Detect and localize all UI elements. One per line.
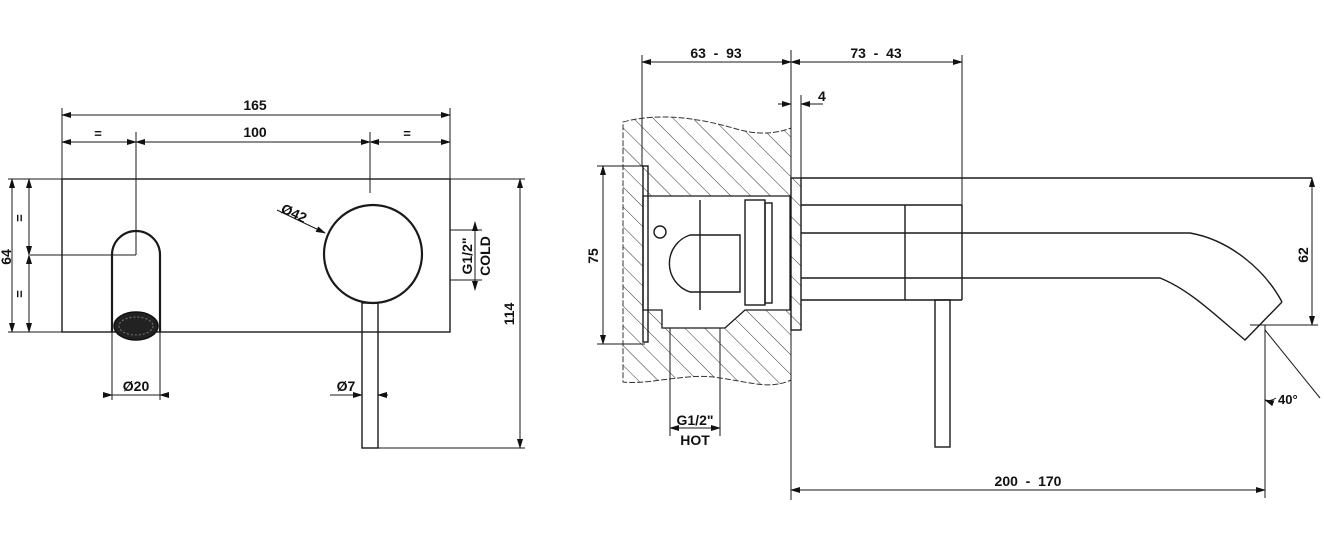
mounting-plate bbox=[642, 165, 649, 343]
spout-top bbox=[801, 232, 1283, 303]
aerator bbox=[113, 311, 159, 341]
spout-diameter-label: Ø20 bbox=[123, 378, 150, 394]
spout-height-label: 62 bbox=[1295, 247, 1311, 263]
equal-mark: = bbox=[12, 214, 27, 222]
hot-connection-label: G1/2" bbox=[677, 412, 714, 428]
cold-label: COLD bbox=[477, 236, 493, 276]
front-view: 165 100 = = Ø42 G1/2" COLD bbox=[0, 97, 525, 449]
plate-thickness-label: 4 bbox=[818, 88, 826, 104]
side-lever bbox=[934, 299, 951, 448]
dim-overall-width: 165 bbox=[61, 97, 451, 179]
handle-diameter-label: Ø42 bbox=[279, 200, 310, 226]
valve-cartridge bbox=[668, 234, 741, 293]
lever-diameter-label: Ø7 bbox=[337, 378, 356, 394]
dim-center-distance: 100 = = bbox=[61, 124, 451, 255]
equal-mark: = bbox=[94, 126, 102, 141]
total-height-label: 114 bbox=[501, 302, 517, 325]
spout-angle-label: 40° bbox=[1278, 392, 1298, 407]
equal-mark: = bbox=[12, 290, 27, 298]
projection-offset-label: 73 - 43 bbox=[850, 45, 902, 61]
lever bbox=[361, 302, 379, 449]
spout bbox=[110, 229, 162, 332]
handle-knob bbox=[322, 203, 424, 305]
cold-connection-label: G1/2" bbox=[459, 238, 475, 275]
equal-mark: = bbox=[403, 126, 411, 141]
valve-body bbox=[642, 195, 791, 329]
plate-height-label: 64 bbox=[0, 249, 14, 265]
hot-label: HOT bbox=[680, 432, 710, 448]
spout-bottom bbox=[801, 277, 1283, 341]
spout-reach-label: 200 - 170 bbox=[995, 473, 1062, 489]
body-height-label: 75 bbox=[585, 248, 601, 264]
wall-depth-label: 63 - 93 bbox=[690, 45, 742, 61]
side-view: 63 - 93 73 - 43 4 75 G1/2" HOT 62 40° 20… bbox=[585, 45, 1321, 500]
center-distance-label: 100 bbox=[243, 124, 267, 140]
overall-width-label: 165 bbox=[243, 97, 267, 113]
